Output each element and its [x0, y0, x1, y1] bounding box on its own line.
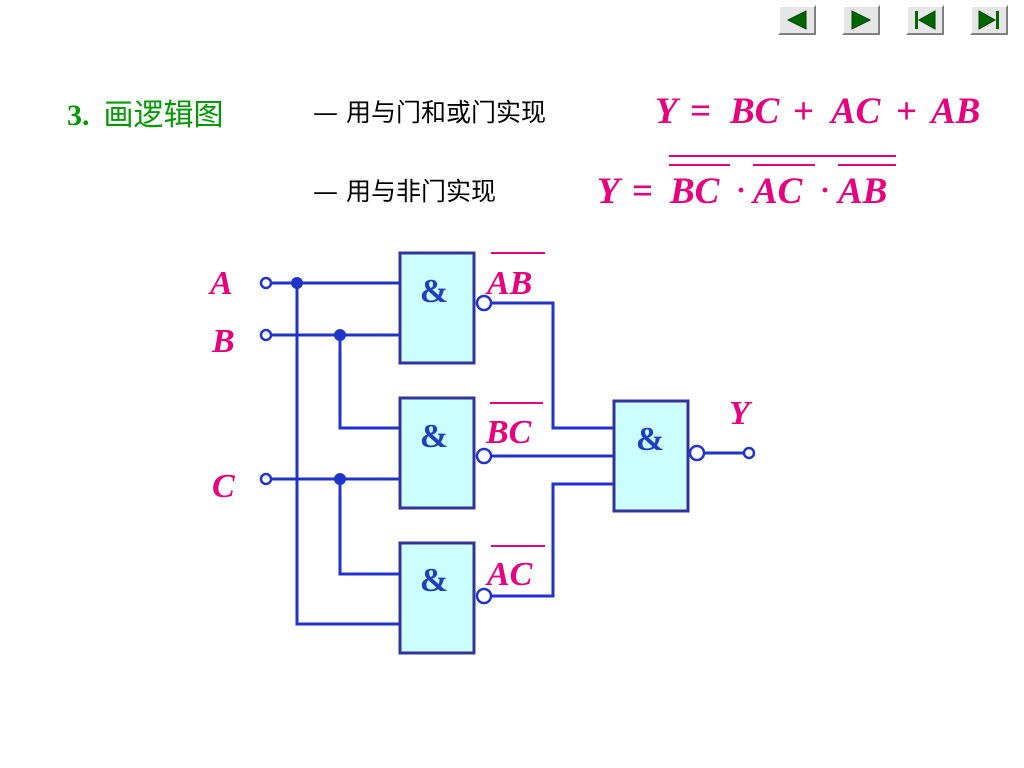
nav-next-button[interactable]: [842, 5, 880, 35]
gate-symbol: &: [420, 418, 448, 455]
output-label-y: Y: [729, 395, 753, 432]
f2-term2: AC: [751, 171, 804, 212]
nand-gate-ac[interactable]: [398, 541, 476, 655]
junction-dot: [291, 277, 303, 289]
f1-term1: BC: [729, 91, 781, 132]
input-label-a: A: [208, 265, 233, 302]
triangle-left-icon: [786, 10, 807, 30]
nand-gate-ab[interactable]: [398, 251, 476, 365]
skip-first-icon: [915, 10, 936, 30]
input-terminal-b[interactable]: [259, 328, 273, 342]
gate-output-label-bc: BC: [485, 414, 532, 451]
input-label-c: C: [212, 468, 235, 505]
nav-last-button[interactable]: [970, 5, 1008, 35]
f1-op1: +: [793, 91, 814, 132]
method1-label: — 用与门和或门实现: [313, 98, 546, 127]
input-terminals: [259, 276, 756, 486]
f1-term3: AB: [929, 91, 980, 132]
gate-output-label-ac: AC: [485, 556, 533, 593]
inversion-bubble: [688, 444, 706, 462]
f2-eq: =: [632, 171, 653, 212]
f1-op2: +: [896, 91, 917, 132]
nand-gate-output[interactable]: [612, 399, 690, 513]
gate-symbol: &: [420, 273, 448, 310]
input-terminal-a[interactable]: [259, 276, 273, 290]
f2-dot2: ·: [820, 174, 830, 207]
gate-symbol: &: [636, 421, 664, 458]
f2-term1: BC: [669, 171, 721, 212]
gates: [398, 251, 690, 655]
f1-lhs: Y: [655, 91, 681, 132]
gate-output-label-ab: AB: [485, 265, 532, 302]
f1-term2: AC: [829, 91, 882, 132]
output-terminal-y[interactable]: [742, 446, 756, 460]
gate-symbol: &: [420, 562, 448, 599]
input-label-b: B: [211, 323, 235, 360]
junction-dot: [334, 473, 346, 485]
navigation-bar: [778, 5, 1008, 35]
inversion-bubble: [475, 447, 493, 465]
triangle-right-icon: [851, 10, 872, 30]
inversion-bubble: [475, 294, 493, 312]
section-title: 画逻辑图: [103, 98, 224, 133]
nav-prev-button[interactable]: [778, 5, 816, 35]
nand-gate-bc[interactable]: [398, 396, 476, 510]
f2-overbars: [669, 155, 896, 166]
f2-lhs: Y: [597, 171, 623, 212]
section-heading: 3. 画逻辑图: [67, 90, 224, 134]
junction-dots: [291, 277, 346, 485]
input-terminal-c[interactable]: [259, 472, 273, 486]
f2-term3: AB: [836, 171, 887, 212]
circuit-labels: A B C Y AB BC AC: [208, 265, 753, 593]
inversion-bubbles: [475, 294, 706, 605]
inversion-bubble: [475, 587, 493, 605]
f2-dot1: ·: [736, 174, 746, 207]
nav-first-button[interactable]: [906, 5, 944, 35]
f1-eq: =: [690, 91, 711, 132]
method2-label: — 用与非门实现: [313, 177, 496, 206]
junction-dot: [334, 329, 346, 341]
label-overbars: [490, 252, 545, 547]
skip-last-icon: [978, 10, 999, 30]
section-number: 3.: [67, 99, 90, 132]
gate-symbols: & & & &: [420, 273, 664, 599]
